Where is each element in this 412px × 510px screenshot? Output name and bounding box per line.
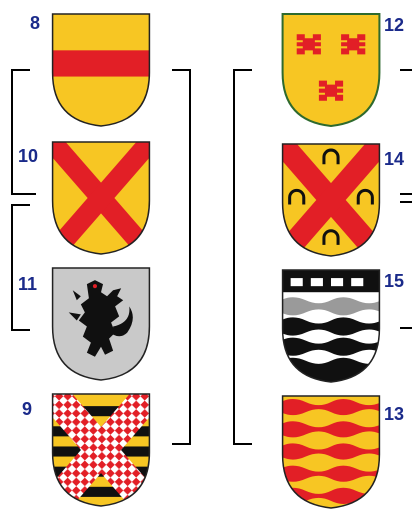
- bracket-12-13: [234, 70, 252, 444]
- shield-9: [50, 392, 152, 508]
- shield-10: [50, 140, 152, 256]
- bracket-10-11: [12, 205, 30, 330]
- shield-12: [280, 12, 382, 128]
- shield-13: [280, 394, 382, 510]
- bracket-8-10: [12, 70, 30, 194]
- shield-8: [50, 12, 152, 128]
- shield-11: [50, 266, 152, 382]
- bracket-8-9: [172, 70, 190, 444]
- shield-14: [280, 142, 382, 258]
- shield-15: [280, 268, 382, 384]
